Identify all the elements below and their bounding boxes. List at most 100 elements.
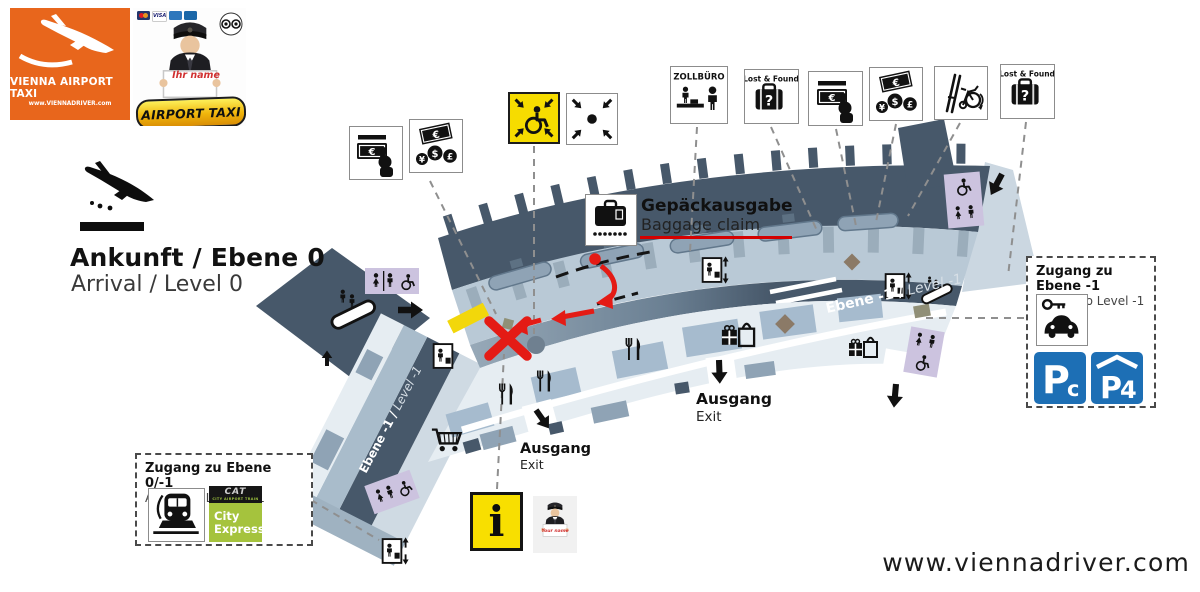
amex-icon: [169, 11, 182, 20]
driver-sign-text: Ihr name: [172, 70, 220, 81]
svg-text:€: €: [827, 93, 835, 104]
cat-city-express-logo: CAT CITY AIRPORT TRAIN City Express: [209, 486, 265, 542]
logo-title: VIENNA AIRPORT TAXI: [10, 76, 113, 100]
currency-exchange-legend-box: € $ £ ¥: [869, 67, 923, 121]
toilets-icon: [365, 268, 419, 294]
parking-p4-sign: P 4: [1091, 352, 1143, 406]
city-express-line1: City: [214, 508, 240, 523]
ski-bicycle-icon: [945, 73, 984, 114]
svg-text:€: €: [368, 147, 376, 158]
atm-legend-box: €: [349, 126, 403, 180]
visa-icon: VISA: [152, 11, 167, 22]
svg-text:P: P: [1042, 358, 1070, 402]
taxi-driver-photo: [158, 21, 222, 99]
parking-pc-sign: P c: [1034, 352, 1086, 404]
elevator-icon: [434, 344, 453, 368]
train-icon: [153, 493, 199, 534]
baggage-claim-icon: [593, 199, 627, 236]
level-stripe: [470, 279, 962, 368]
customs-label: ZOLLBÜRO: [673, 72, 724, 83]
currency-exchange-legend-box: € $ £ ¥: [409, 119, 463, 173]
airport-taxi-banner: AIRPORT TAXI: [135, 96, 246, 126]
exit-label-en: Exit: [696, 409, 722, 425]
svg-text:?: ?: [1021, 89, 1029, 105]
currency-exchange-icon: € $ £ ¥: [876, 70, 917, 113]
meeting-point-icon: [569, 96, 615, 142]
driver-sign-text: Your name: [541, 528, 568, 534]
customs-office-legend-box: ZOLLBÜRO: [670, 66, 728, 124]
svg-text:£: £: [907, 101, 913, 111]
vienna-airport-taxi-logo: VIENNA AIRPORT TAXI www.VIENNADRIVER.com: [10, 8, 130, 120]
accessible-meeting-point-legend-box: [508, 92, 560, 144]
door-marker: [501, 317, 515, 331]
atm-icon: €: [357, 135, 393, 177]
page-title-en: Arrival / Level 0: [71, 272, 243, 297]
access-level-minus1-box: Zugang zu Ebene -1 Access to Level -1 P …: [1026, 256, 1156, 408]
exit-label-en: Exit: [520, 457, 544, 472]
diners-icon: [184, 11, 197, 20]
arrival-plane-icon: [80, 161, 154, 231]
elevator-icon: [383, 537, 409, 565]
svg-text:¥: ¥: [419, 155, 425, 165]
mastercard-icon: [137, 11, 150, 20]
page-title-de: Ankunft / Ebene 0: [70, 243, 325, 272]
svg-text:?: ?: [765, 94, 773, 110]
access-left-title-de: Zugang zu Ebene 0/-1: [145, 461, 272, 491]
exit-label-de: Ausgang: [696, 390, 772, 408]
cat-brand: CAT: [224, 487, 247, 497]
payment-icons: VISA: [137, 11, 197, 22]
access-right-title-de: Zugang zu Ebene -1: [1036, 264, 1113, 294]
terminal-pier: [281, 313, 494, 566]
lost-and-found-label: Lost & Found: [1001, 70, 1054, 79]
lost-and-found-legend-box: Lost & Found ?: [744, 69, 799, 124]
lost-and-found-icon: Lost & Found ?: [745, 75, 798, 110]
baggage-claim-title-de: Gepäckausgabe: [641, 196, 793, 216]
svg-text:¥: ¥: [879, 103, 885, 113]
toilets-icon: [364, 469, 420, 515]
lost-and-found-label: Lost & Found: [745, 75, 798, 84]
city-express-line2: Express: [214, 521, 265, 536]
lost-and-found-icon: Lost & Found ?: [1001, 70, 1054, 105]
toilets-icon: [943, 171, 985, 229]
cat-subtitle: CITY AIRPORT TRAIN: [212, 497, 259, 501]
stripe-walk-gaps: [769, 276, 843, 306]
crossed-out-x: [484, 316, 532, 361]
elevator-icon: [886, 272, 912, 300]
atm-legend-box: €: [808, 71, 863, 126]
bulky-baggage-legend-box: [934, 66, 988, 120]
rental-car-key-icon: [1041, 298, 1079, 338]
logo-url[interactable]: www.VIENNADRIVER.com: [28, 101, 112, 107]
airplane-swoosh-icon: [18, 14, 114, 68]
belt-queue-line: [555, 250, 651, 279]
currency-exchange-icon: € $ £ ¥: [416, 122, 457, 165]
meeting-point-legend-box: [566, 93, 618, 145]
gates-band: [438, 165, 990, 290]
route-start-dot: [589, 253, 601, 265]
info-i-glyph: i: [488, 496, 505, 546]
red-underline: [640, 236, 792, 239]
toilets-icon: [903, 326, 945, 378]
hall-panels: [445, 293, 884, 438]
access-level-0-minus1-box: Zugang zu Ebene 0/-1 Access to Level 0/-…: [135, 453, 313, 546]
information-point-icon: i: [470, 492, 523, 551]
svg-text:c: c: [1067, 377, 1079, 401]
elevator-icon: [703, 256, 729, 284]
tripadvisor-owl-icon: [219, 12, 243, 36]
route-path: [484, 253, 618, 361]
svg-text:€: €: [431, 129, 441, 141]
customs-office-icon: ZOLLBÜRO: [673, 72, 725, 110]
atm-icon: €: [816, 80, 853, 123]
website-url[interactable]: www.viennadriver.com: [882, 548, 1190, 577]
exit-gaps: [521, 348, 908, 457]
exit-label-de: Ausgang: [520, 441, 591, 457]
lost-and-found-legend-box: Lost & Found ?: [1000, 64, 1055, 119]
baggage-claim-title-en: Baggage claim: [641, 215, 761, 234]
hall-counters: [462, 303, 931, 454]
svg-text:$: $: [892, 97, 899, 108]
accessible-meeting-point-icon: [512, 96, 556, 140]
taxi-stand-marker: [447, 302, 490, 334]
gate-step-block: [898, 119, 957, 192]
baggage-claim-box: [585, 194, 637, 246]
